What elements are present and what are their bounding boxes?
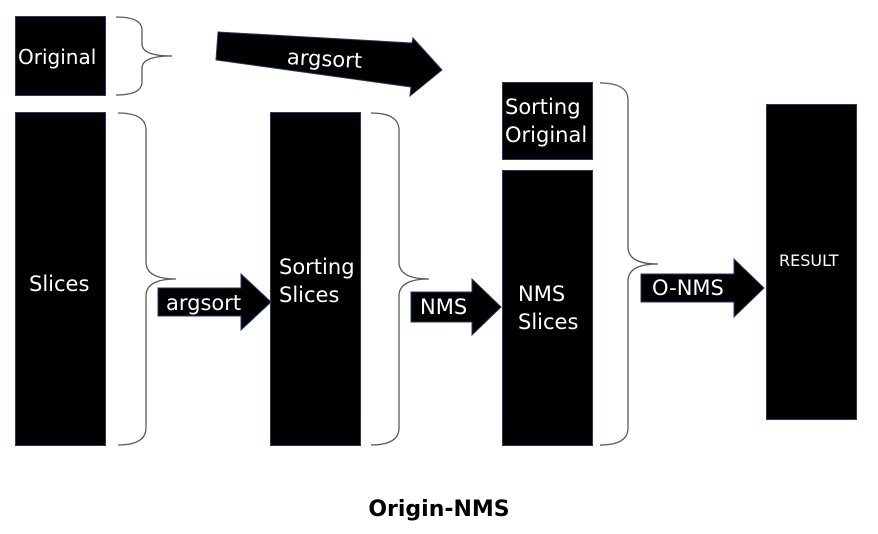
nms-slices-box: NMS Slices [502,170,593,446]
original-box: Original [15,16,106,96]
o-nms-label: O-NMS [652,276,724,300]
result-box: RESULT [766,104,857,420]
slices-box: Slices [15,112,106,446]
sorting-original-label-line1: Sorting [505,95,581,119]
sorting-slices-box: Sorting Slices [270,112,361,446]
slices-label: Slices [29,272,90,296]
sorting-slices-label-line1: Sorting [279,255,355,279]
nms-label: NMS [420,295,468,319]
original-brace [115,16,173,96]
original-label: Original [18,45,97,69]
nms-slices-label-line1: NMS [518,282,566,306]
argsort-label: argsort [166,291,242,315]
sorting-original-box: Sorting Original [502,82,593,160]
nms-arrow [410,277,502,337]
nms-slices-label-line2: Slices [518,310,579,334]
sorting-slices-label-line2: Slices [279,283,340,307]
diagram-caption: Origin-NMS [368,497,510,522]
sorting-original-label-line2: Original [505,123,588,147]
argsort-arrow [157,272,272,332]
o-nms-arrow [640,257,765,319]
sorting-slices-brace [370,112,430,446]
top-argsort-arrow [215,31,443,98]
nms-brace [599,82,659,446]
top-argsort-label: argsort [286,45,363,73]
slices-brace [117,112,177,446]
result-label: RESULT [779,251,839,270]
